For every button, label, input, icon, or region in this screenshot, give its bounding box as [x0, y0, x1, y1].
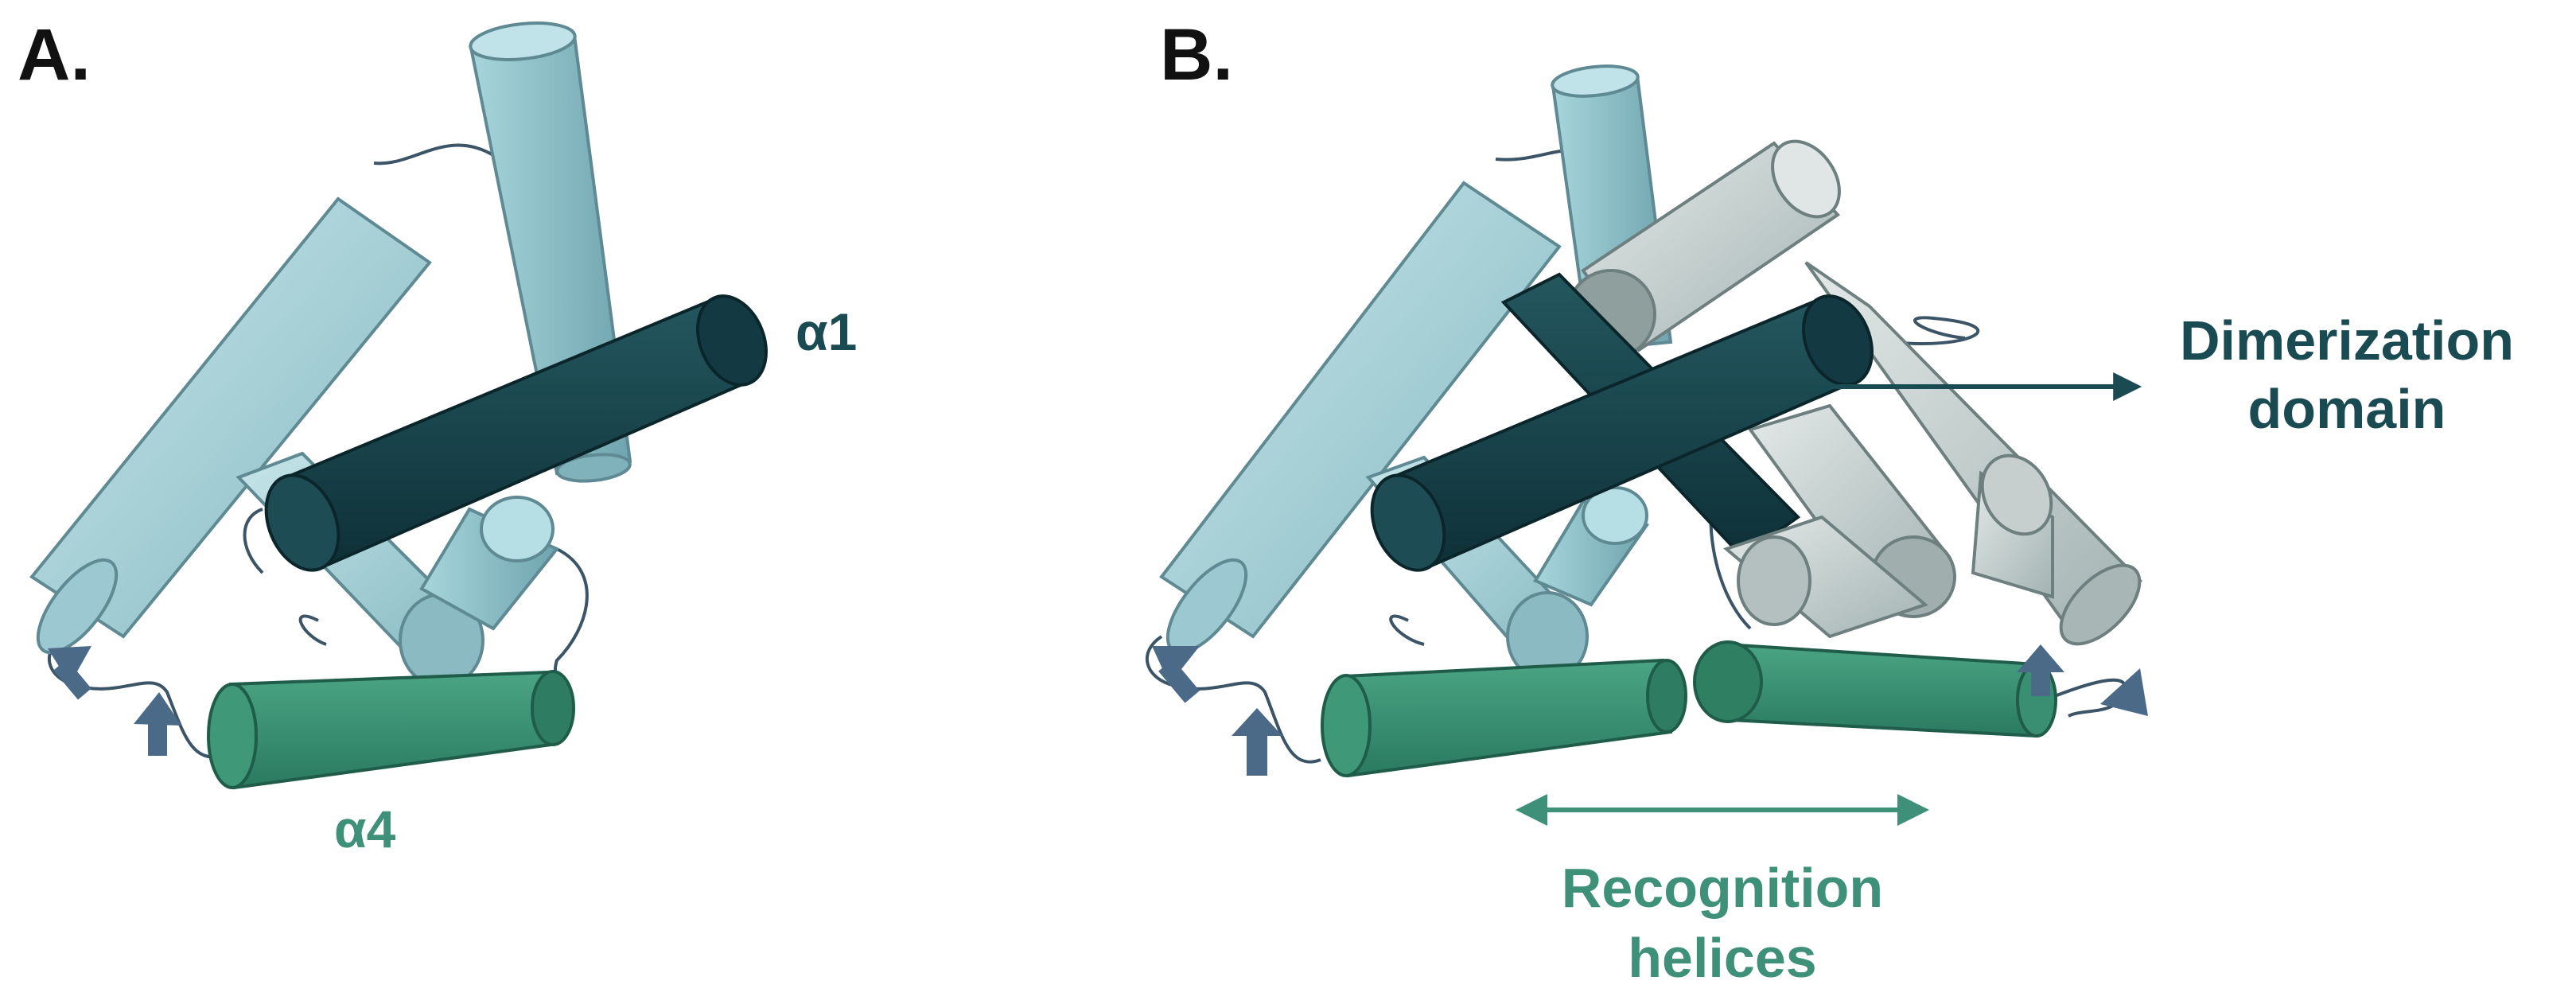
- loop: [1389, 614, 1425, 646]
- beta-strand: [1152, 646, 1200, 703]
- beta-strand: [48, 646, 91, 700]
- recognition-label-line2: helices: [1628, 927, 1816, 989]
- beta-strand: [2100, 668, 2148, 716]
- helix-a-left: [29, 197, 432, 655]
- beta-strand: [1232, 708, 1282, 776]
- helix-alpha1: [264, 294, 768, 572]
- dimerization-label-line2: domain: [2248, 378, 2446, 440]
- dimerization-label-line1: Dimerization: [2180, 309, 2514, 372]
- loop: [1145, 635, 1321, 764]
- helix-b-dark-front: [1370, 294, 1874, 572]
- loop: [243, 508, 264, 574]
- beta-strand: [2017, 644, 2064, 696]
- alpha1-label: α1: [796, 302, 857, 361]
- recognition-helix-left: [1321, 658, 1687, 778]
- beta-strand: [134, 692, 181, 756]
- recognition-double-arrow: [1516, 794, 1929, 826]
- panel-a: A.: [18, 14, 857, 858]
- helix-b-left: [1159, 181, 1562, 655]
- loop: [47, 635, 224, 759]
- panel-b: B.: [1145, 14, 2514, 989]
- recognition-label-line1: Recognition: [1562, 857, 1883, 919]
- panel-b-label: B.: [1160, 14, 1233, 95]
- alpha4-label: α4: [334, 800, 396, 858]
- panel-a-label: A.: [18, 14, 91, 95]
- recognition-helix-right: [1693, 640, 2057, 738]
- loop: [298, 614, 327, 646]
- helix-b-partner-core: [1722, 403, 2054, 639]
- loop: [1893, 316, 1980, 345]
- helix-alpha4: [207, 670, 575, 790]
